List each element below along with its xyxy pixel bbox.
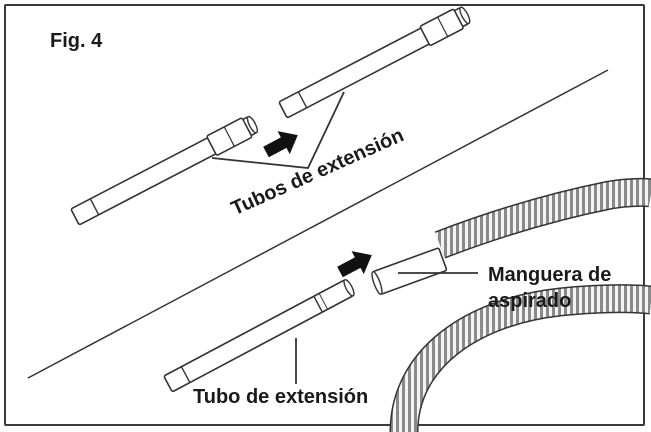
label-vacuum-hose-line1: Manguera de bbox=[488, 264, 612, 286]
figure-number: Fig. 4 bbox=[50, 30, 103, 52]
extension-tube-lower bbox=[163, 278, 355, 393]
arrow-right-icon bbox=[337, 251, 372, 278]
divider-line bbox=[27, 69, 609, 379]
extension-tube-upper-right bbox=[278, 6, 471, 119]
label-vacuum-hose: Manguera de aspirado bbox=[488, 262, 611, 314]
arrow-right-icon bbox=[263, 131, 298, 158]
figure-frame bbox=[4, 4, 645, 426]
vacuum-hose-cuff bbox=[371, 247, 448, 296]
leader-line-extension-tubes bbox=[211, 91, 345, 169]
extension-tube-upper-left bbox=[70, 115, 259, 226]
label-vacuum-hose-line2: aspirado bbox=[488, 290, 572, 312]
label-extension-tube: Tubo de extensión bbox=[193, 386, 369, 408]
